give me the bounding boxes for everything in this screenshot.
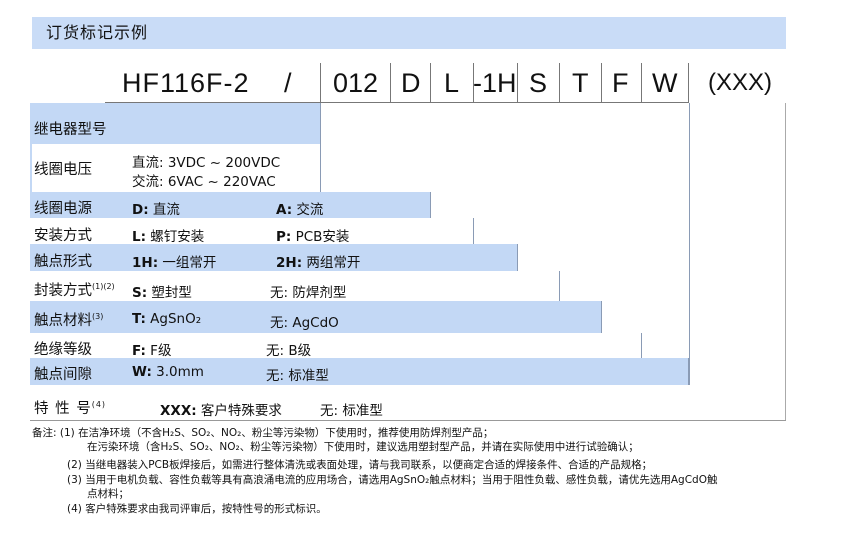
label-contact-material: 触点材料(3) — [34, 312, 104, 329]
label-relay-model: 继电器型号 — [34, 122, 107, 138]
code-box-contact-gap — [642, 63, 689, 103]
note-1b: 在污染环境（含H₂S、SO₂、NO₂、粉尘等污染物）下使用时，建议选用塑封型产品… — [87, 441, 639, 453]
value-material-none: 无: AgCdO — [270, 315, 339, 331]
section-title: 订货标记示例 — [46, 23, 149, 42]
value-dc-voltage: 直流: 3VDC ~ 200VDC — [132, 155, 281, 171]
row-coil-voltage-edge — [30, 144, 32, 192]
guide-line-gap — [689, 103, 690, 385]
note-3b: 点材料； — [87, 488, 129, 500]
label-coil-power: 线圈电源 — [34, 201, 92, 217]
code-package: S — [529, 68, 548, 98]
label-coil-voltage: 线圈电压 — [34, 162, 92, 178]
guide-line-special — [785, 103, 786, 420]
value-coil-power-d: D: 直流 — [132, 202, 180, 218]
code-model: HF116F-2 — [122, 68, 250, 98]
note-4: (4) 客户特殊要求由我司评审后，按特性号的形式标识。 — [67, 503, 327, 515]
section-header: 订货标记示例 — [32, 17, 786, 49]
value-package-none: 无: 防焊剂型 — [270, 285, 347, 301]
code-slash: / — [284, 68, 292, 98]
value-special-none: 无: 标准型 — [320, 403, 383, 419]
label-package: 封装方式(1)(2) — [34, 282, 115, 299]
note-2: (2) 当继电器装入PCB板焊接后，如需进行整体清洗或表面处理，请与我司联系，以… — [67, 459, 653, 471]
note-1a: 备注: (1) 在洁净环境（不含H₂S、SO₂、NO₂、粉尘等污染物）下使用时，… — [32, 427, 494, 439]
value-coil-power-a: A: 交流 — [276, 202, 324, 218]
value-mounting-p: P: PCB安装 — [276, 229, 350, 245]
code-box-model — [105, 63, 321, 103]
code-box-mounting — [431, 63, 474, 103]
code-box-insulation — [602, 63, 642, 103]
value-ac-voltage: 交流: 6VAC ~ 220VAC — [132, 174, 276, 190]
code-insulation: F — [612, 68, 629, 98]
label-insulation: 绝缘等级 — [34, 342, 92, 358]
label-contact-gap: 触点间隙 — [34, 367, 92, 383]
row-contact-material — [30, 301, 602, 333]
code-voltage: 012 — [333, 68, 379, 98]
value-contact-form-2h: 2H: 两组常开 — [276, 255, 361, 271]
row-contact-gap — [30, 358, 689, 385]
label-special: 特 性 号(4) — [34, 400, 107, 417]
guide-line-mounting — [473, 218, 474, 244]
guide-line-voltage — [320, 103, 321, 192]
value-contact-form-1h: 1H: 一组常开 — [132, 255, 217, 271]
note-3a: (3) 当用于电机负载、容性负载等具有高浪涌电流的应用场合，请选用AgSnO₂触… — [67, 474, 718, 486]
guide-line-package — [559, 271, 560, 301]
code-coil-power: D — [401, 68, 421, 98]
value-special-xxx: XXX: 客户特殊要求 — [160, 403, 282, 419]
value-material-t: T: AgSnO₂ — [132, 311, 202, 327]
code-box-contact-form — [474, 63, 518, 103]
code-special: (XXX) — [708, 69, 773, 96]
row-relay — [30, 103, 321, 144]
value-mounting-l: L: 螺钉安装 — [132, 229, 205, 245]
value-gap-none: 无: 标准型 — [266, 368, 329, 384]
value-package-s: S: 塑封型 — [132, 285, 192, 301]
code-box-coil-power — [391, 63, 431, 103]
row-coil-power — [30, 192, 431, 218]
value-insulation-f: F: F级 — [132, 343, 172, 359]
code-contact-form: -1H — [473, 68, 517, 98]
code-contact-material: T — [572, 68, 589, 98]
code-box-package — [518, 63, 560, 103]
value-gap-w: W: 3.0mm — [132, 364, 204, 380]
code-box-voltage — [321, 63, 391, 103]
code-box-contact-material — [560, 63, 602, 103]
code-contact-gap: W — [652, 68, 678, 98]
value-insulation-none: 无: B级 — [266, 343, 312, 359]
guide-line-insulation — [641, 333, 642, 358]
code-mounting: L — [444, 68, 460, 98]
label-contact-form: 触点形式 — [34, 254, 92, 270]
label-mounting: 安装方式 — [34, 228, 92, 244]
divider — [30, 420, 786, 421]
row-contact-form — [30, 244, 518, 271]
